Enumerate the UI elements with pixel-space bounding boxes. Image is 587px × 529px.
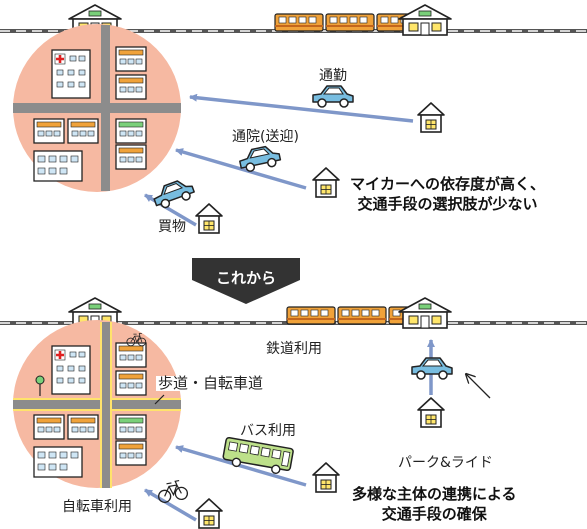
bus-label: バス利用 bbox=[240, 423, 296, 439]
bus-icon bbox=[222, 437, 294, 475]
rail-label: 鉄道利用 bbox=[266, 341, 322, 357]
hospital-label: 通院(送迎) bbox=[232, 129, 299, 145]
park-ride-label: パーク&ライド bbox=[398, 455, 493, 471]
solution-line-1: 多様な主体の連携による bbox=[352, 485, 517, 503]
solution-line-2: 交通手段の確保 bbox=[381, 505, 487, 524]
bottom-rail-station bbox=[398, 297, 452, 329]
problem-line-1: マイカーへの依存度が高く、 bbox=[350, 175, 546, 193]
house-icon-bus bbox=[312, 462, 340, 493]
problem-statement: マイカーへの依存度が高く、 交通手段の選択肢が少ない bbox=[350, 174, 545, 215]
house-icon-commute bbox=[417, 102, 445, 133]
house-icon-bicycle bbox=[195, 498, 223, 529]
bottom-town-circle bbox=[13, 320, 181, 488]
problem-line-2: 交通手段の選択肢が少ない bbox=[357, 195, 538, 214]
bicycle-label: 自転車利用 bbox=[62, 499, 132, 515]
transition-label: これから bbox=[215, 268, 276, 287]
solution-statement: 多様な主体の連携による 交通手段の確保 bbox=[352, 484, 517, 525]
car-icon-shopping bbox=[150, 176, 197, 212]
transition-arrow bbox=[192, 258, 300, 304]
top-commute-arrows bbox=[144, 93, 414, 227]
walkway-label: 歩道・自転車道 bbox=[156, 374, 266, 392]
commute-label: 通勤 bbox=[319, 68, 347, 84]
house-icon-shopping bbox=[195, 203, 223, 234]
top-town-circle bbox=[13, 24, 181, 192]
house-icon-park-ride bbox=[417, 397, 445, 428]
top-rail-station bbox=[398, 4, 452, 36]
bottom-arrows bbox=[144, 339, 491, 522]
shopping-label: 買物 bbox=[158, 219, 186, 235]
car-icon-commute bbox=[312, 85, 354, 108]
house-icon-hospital bbox=[312, 167, 340, 198]
